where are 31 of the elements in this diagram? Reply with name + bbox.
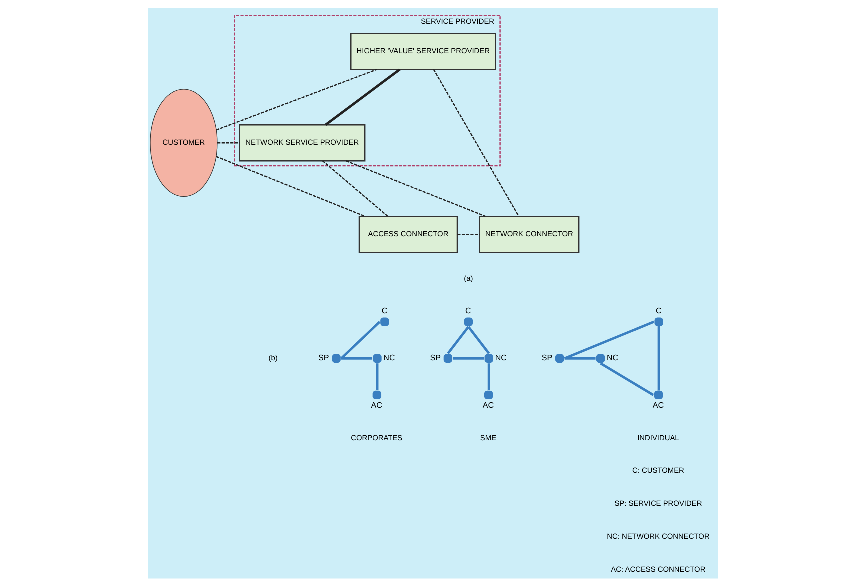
connector bbox=[216, 69, 377, 131]
connector bbox=[432, 69, 519, 217]
node-circle bbox=[654, 318, 663, 326]
connector bbox=[216, 156, 365, 218]
node-circle bbox=[380, 318, 389, 326]
connector bbox=[564, 320, 654, 360]
connector bbox=[341, 357, 372, 360]
node-circle bbox=[596, 354, 605, 363]
connector bbox=[376, 364, 378, 390]
connector bbox=[457, 234, 480, 236]
node-circle bbox=[443, 354, 452, 363]
node-circle bbox=[332, 354, 340, 363]
node-circle bbox=[484, 354, 493, 363]
connector bbox=[322, 160, 388, 217]
node-circle bbox=[464, 318, 472, 326]
node-circle bbox=[555, 354, 564, 363]
node-circle bbox=[372, 354, 382, 363]
connector bbox=[345, 160, 486, 218]
node-circle bbox=[484, 390, 493, 400]
connector bbox=[600, 362, 654, 396]
connector bbox=[657, 326, 660, 391]
connector bbox=[487, 364, 490, 390]
node-circle bbox=[654, 390, 663, 400]
connector bbox=[324, 68, 400, 126]
node-circle bbox=[372, 390, 382, 400]
connector bbox=[340, 321, 380, 360]
connector bbox=[217, 142, 240, 144]
connector bbox=[564, 357, 596, 360]
connector bbox=[467, 326, 490, 354]
connector bbox=[452, 357, 484, 360]
connector bbox=[446, 326, 470, 354]
